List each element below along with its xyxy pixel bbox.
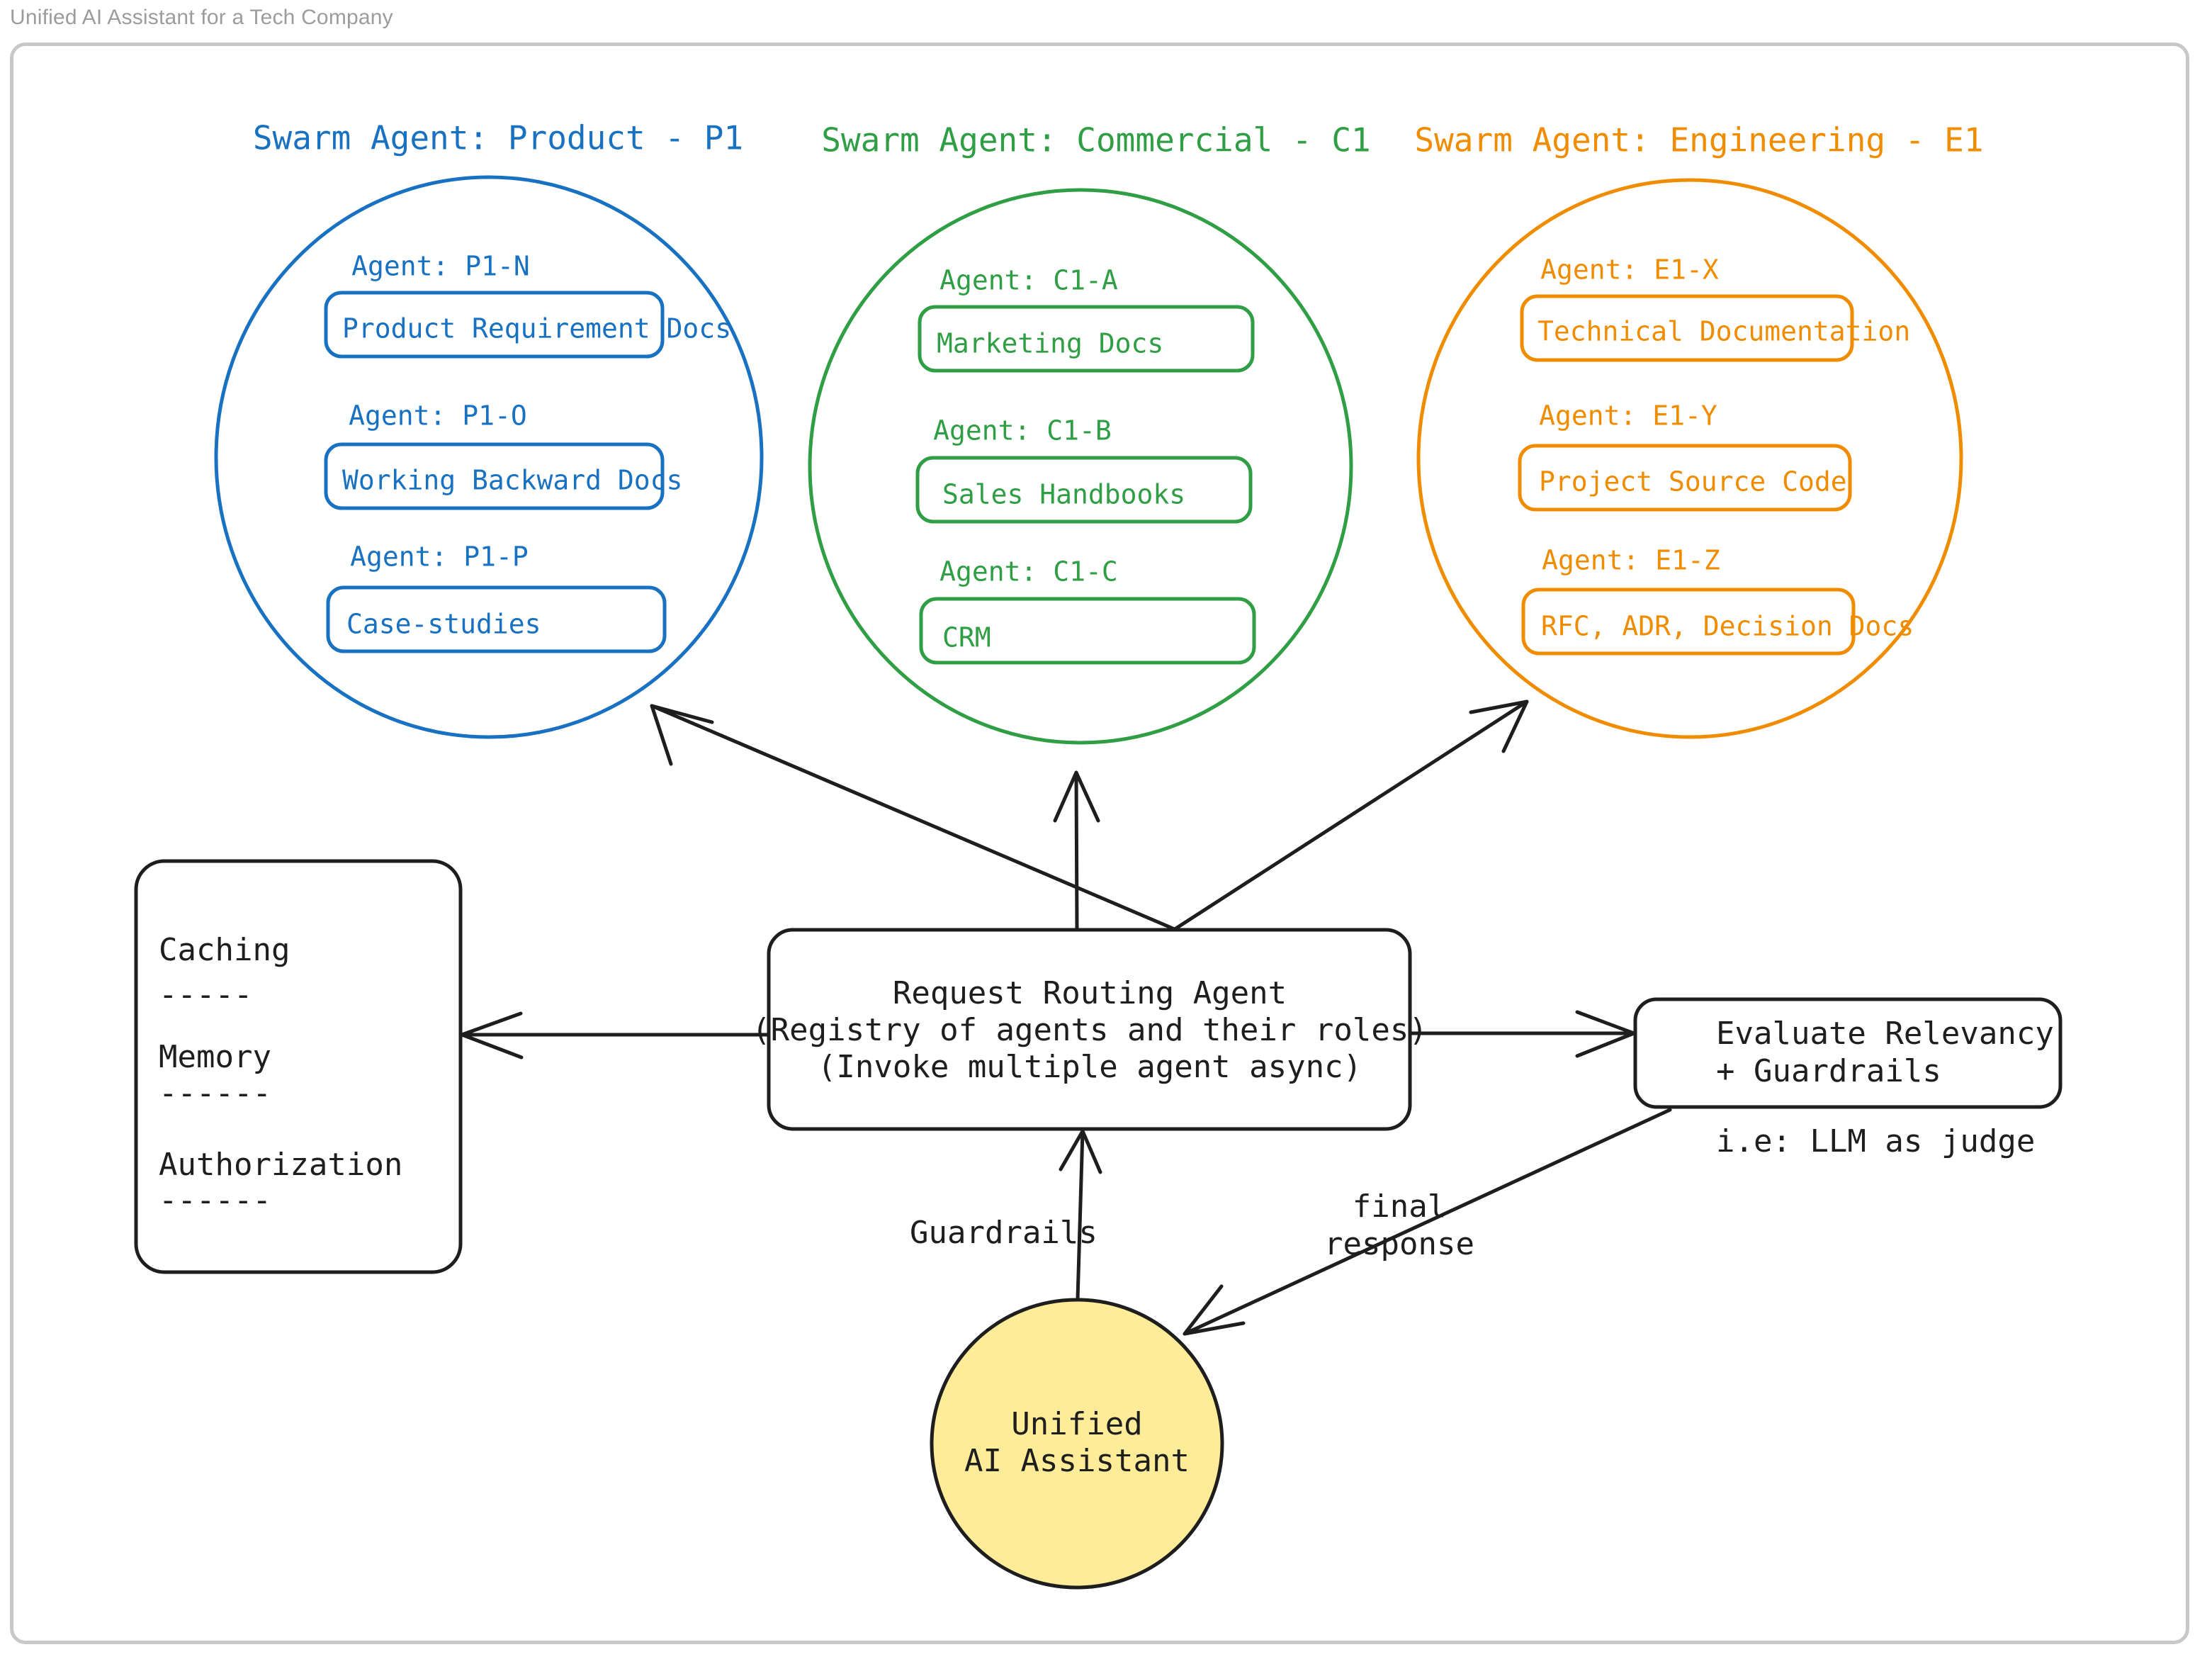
resource-label-p1-o: Working Backward Docs [342, 465, 682, 496]
swarm-commercial-c1[interactable]: Swarm Agent: Commercial - C1 Agent: C1-A… [808, 121, 1371, 745]
frame-border [10, 43, 2189, 1644]
services-box [134, 859, 463, 1274]
edge-label-final: final [1353, 1188, 1446, 1225]
resource-box-c1-a[interactable] [918, 305, 1255, 373]
resource-label-e1-x: Technical Documentation [1537, 316, 1910, 347]
resource-box-p1-o[interactable] [324, 442, 665, 510]
assistant-line-2: AI Assistant [964, 1443, 1190, 1479]
swarm-circle-p1 [214, 175, 764, 739]
service-name-authorization: Authorization [159, 1147, 402, 1183]
edge-router-to-e1 [1170, 699, 1529, 933]
unified-ai-assistant-node[interactable]: Unified AI Assistant [930, 1298, 1224, 1590]
resource-label-p1-n: Product Requirement Docs [342, 313, 731, 344]
edge-router-to-p1 [650, 704, 1178, 932]
swarm-product-p1[interactable]: Swarm Agent: Product - P1 Agent: P1-N Pr… [214, 119, 764, 739]
resource-box-c1-c[interactable] [919, 597, 1256, 665]
resource-label-c1-c: CRM [942, 622, 991, 653]
agent-label-p1-n: Agent: P1-N [351, 251, 530, 282]
swarm-heading-e1: Swarm Agent: Engineering - E1 [1414, 121, 1983, 159]
service-name-caching: Caching [159, 932, 290, 968]
swarm-engineering-e1[interactable]: Swarm Agent: Engineering - E1 Agent: E1-… [1414, 121, 1984, 739]
assistant-line-1: Unified [1011, 1406, 1142, 1442]
edge-label-guardrails: Guardrails [910, 1215, 1097, 1251]
evaluate-relevancy-node[interactable]: Evaluate Relevancy + Guardrails [1633, 997, 2063, 1109]
resource-box-e1-z[interactable] [1521, 588, 1856, 656]
resource-label-e1-z: RFC, ADR, Decision Docs [1541, 611, 1914, 642]
request-routing-agent-node[interactable]: Request Routing Agent (Registry of agent… [752, 928, 1428, 1131]
service-rule-memory: ------ [159, 1075, 271, 1111]
resource-label-p1-p: Case-studies [346, 609, 541, 640]
resource-box-e1-x[interactable] [1520, 294, 1854, 362]
resource-label-e1-y: Project Source Code [1539, 466, 1847, 498]
agent-label-p1-p: Agent: P1-P [350, 541, 529, 573]
agent-label-e1-y: Agent: E1-Y [1539, 400, 1717, 432]
evaluator-line-1: Evaluate Relevancy [1716, 1016, 2054, 1052]
agent-label-e1-z: Agent: E1-Z [1542, 545, 1720, 576]
agent-label-p1-o: Agent: P1-O [349, 400, 527, 432]
platform-services-node[interactable]: Caching ----- Memory ------ Authorizatio… [134, 859, 463, 1274]
edge-router-to-c1 [1053, 770, 1100, 931]
agent-label-c1-c: Agent: C1-C [939, 556, 1118, 588]
edge-router-to-evaluator [1409, 1010, 1636, 1058]
resource-label-c1-a: Marketing Docs [937, 328, 1163, 359]
edge-label-response: response [1324, 1226, 1474, 1262]
swarm-circle-c1 [808, 188, 1353, 745]
edge-evaluator-to-assistant [1183, 1108, 1672, 1336]
swarm-heading-c1: Swarm Agent: Commercial - C1 [821, 121, 1370, 159]
resource-label-c1-b: Sales Handbooks [942, 479, 1185, 510]
evaluator-note: i.e: LLM as judge [1716, 1123, 2035, 1159]
edge-assistant-to-router [1059, 1129, 1102, 1301]
router-line-2: (Registry of agents and their roles) [752, 1012, 1428, 1048]
agent-label-c1-a: Agent: C1-A [939, 265, 1118, 296]
resource-box-p1-p[interactable] [326, 585, 667, 653]
router-line-3: (Invoke multiple agent async) [818, 1049, 1362, 1085]
swarm-circle-e1 [1416, 178, 1963, 739]
service-rule-authorization: ------ [159, 1182, 271, 1218]
router-line-1: Request Routing Agent [893, 975, 1287, 1011]
service-rule-caching: ----- [159, 977, 252, 1013]
evaluator-line-2: + Guardrails [1716, 1053, 1941, 1089]
edge-router-to-services [460, 1011, 769, 1060]
resource-box-p1-n[interactable] [324, 291, 665, 359]
frame-title: Unified AI Assistant for a Tech Company [10, 6, 393, 29]
resource-box-e1-y[interactable] [1518, 444, 1852, 512]
resource-box-c1-b[interactable] [915, 456, 1253, 524]
agent-label-c1-b: Agent: C1-B [933, 415, 1112, 446]
evaluator-box [1633, 997, 2063, 1109]
agent-label-e1-x: Agent: E1-X [1540, 254, 1719, 286]
swarm-heading-p1: Swarm Agent: Product - P1 [253, 119, 743, 157]
service-name-memory: Memory [159, 1039, 271, 1075]
router-box [767, 928, 1412, 1131]
